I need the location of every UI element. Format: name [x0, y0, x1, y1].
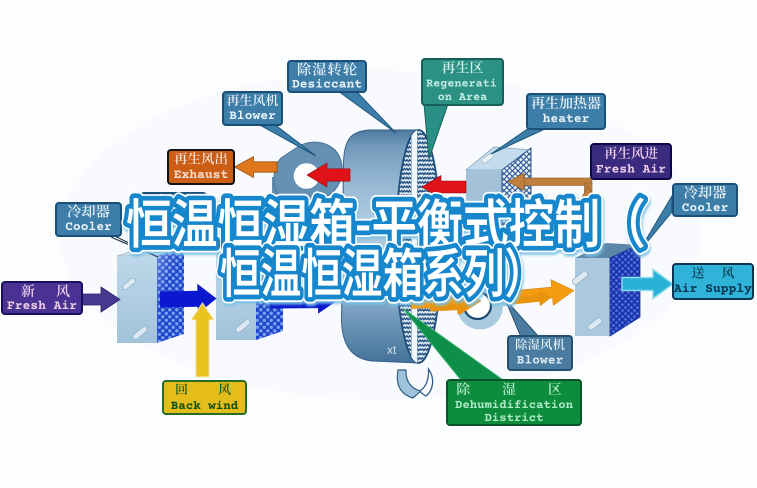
svg-text:xt: xt: [387, 343, 397, 357]
